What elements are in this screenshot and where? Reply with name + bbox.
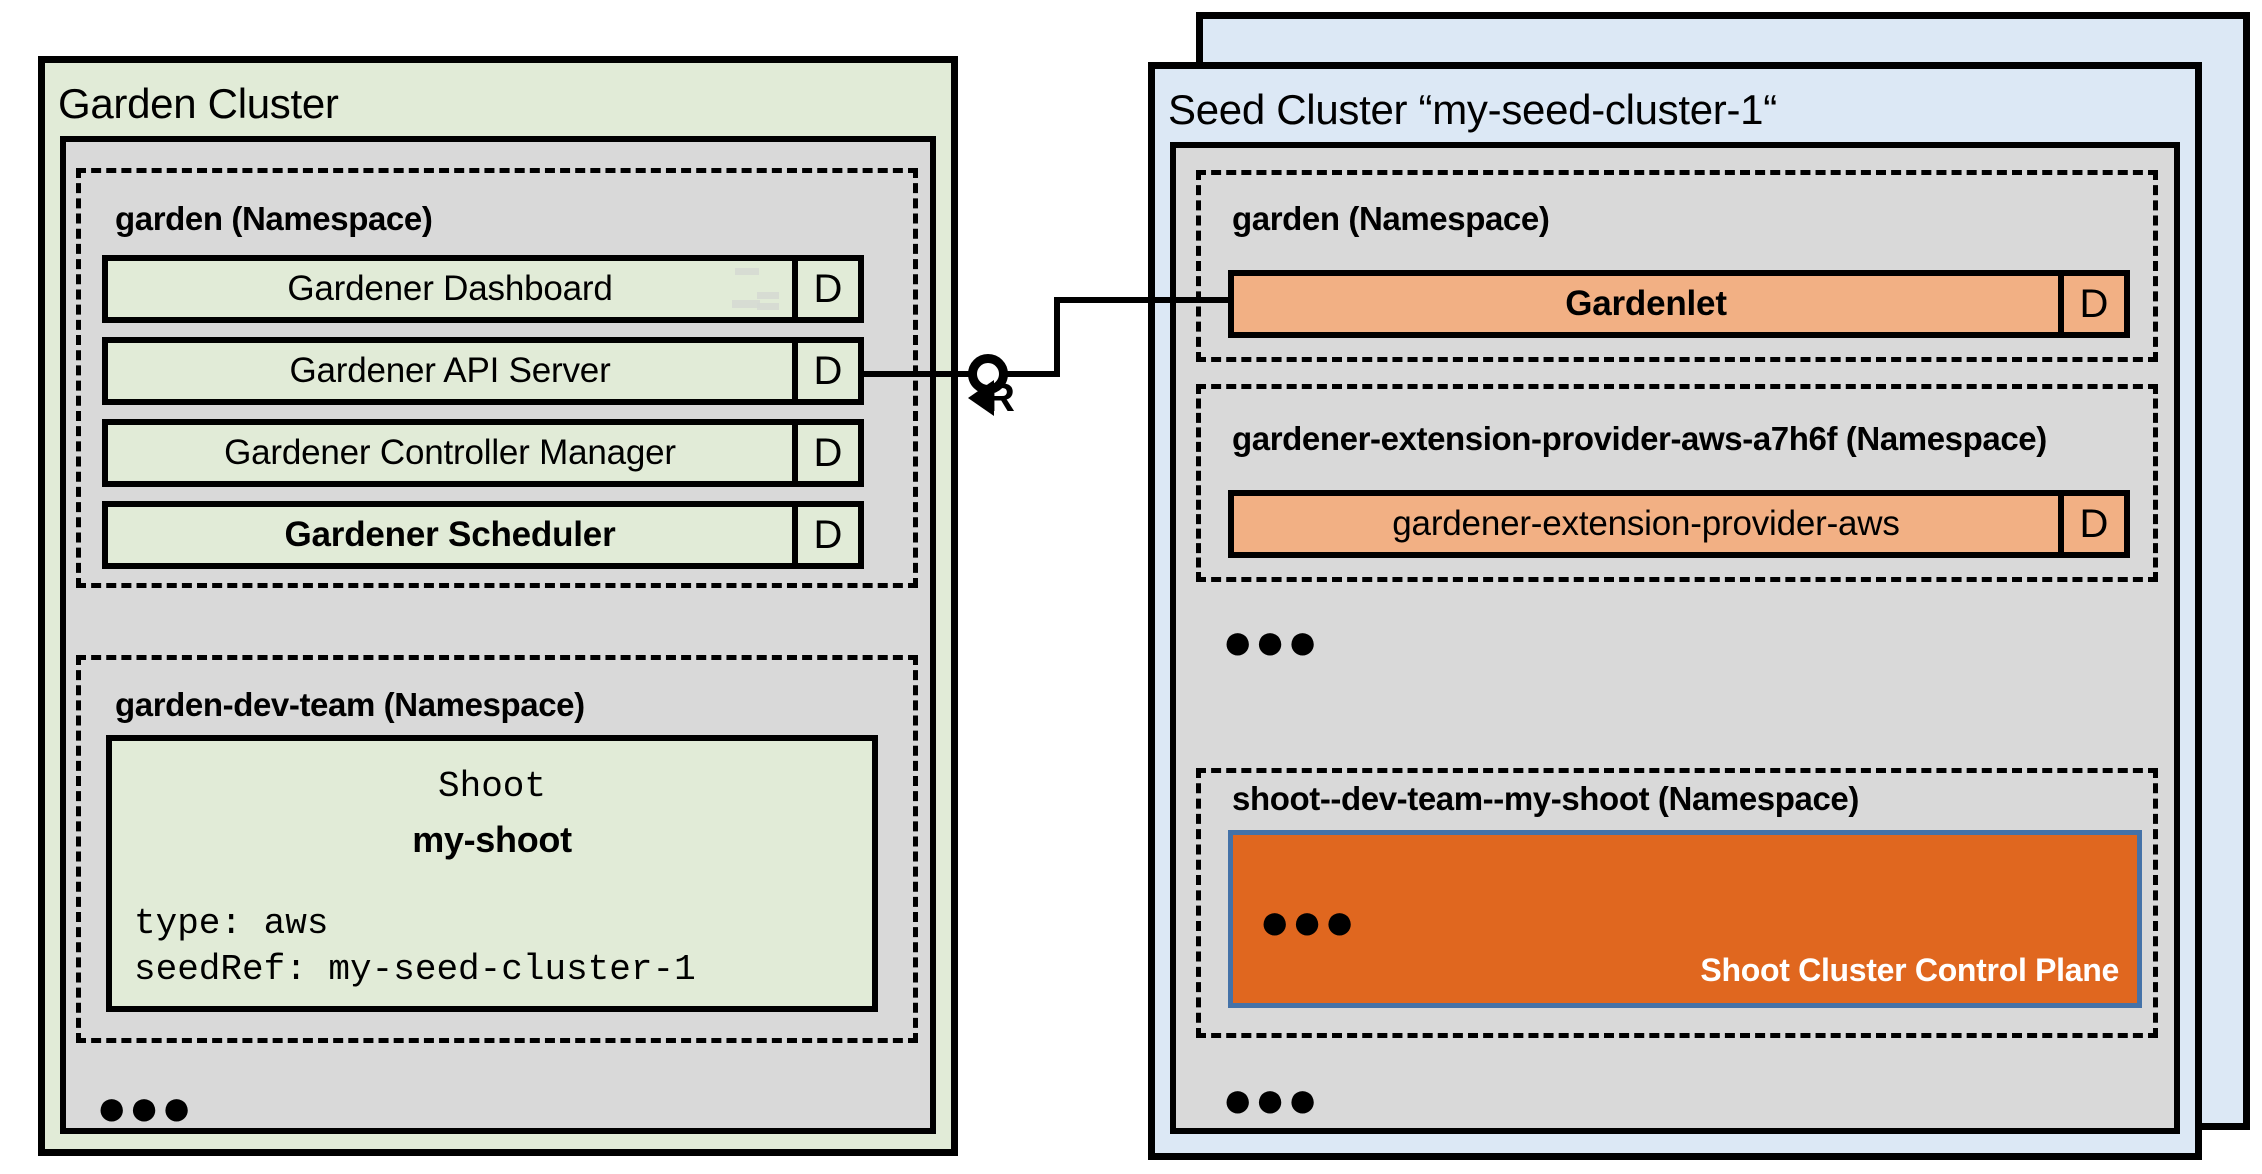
component-gardenlet-kind: D — [2058, 276, 2124, 332]
component-gardener-extension-provider-aws-label: gardener-extension-provider-aws — [1392, 504, 1900, 543]
seed-cluster-more-indicator-middle: ●●● — [1222, 613, 1320, 671]
namespace-shoot-dev-team-my-shoot-label: shoot--dev-team--my-shoot (Namespace) — [1232, 780, 1859, 817]
namespace-garden-garden — [76, 168, 918, 588]
seed-cluster-more-indicator-bottom: ●●● — [1222, 1071, 1320, 1129]
component-gardener-scheduler-kind: D — [792, 507, 858, 563]
namespace-gardener-extension-provider-aws — [1196, 384, 2158, 582]
component-gardener-api-server-kind: D — [792, 343, 858, 399]
shoot-cluster-control-plane[interactable]: ●●● Shoot Cluster Control Plane — [1228, 830, 2142, 1008]
resource-shoot-kind: Shoot — [437, 766, 547, 807]
control-plane-label: Shoot Cluster Control Plane — [1700, 952, 2119, 988]
namespace-gardener-extension-provider-aws-label: gardener-extension-provider-aws-a7h6f (N… — [1232, 420, 2047, 457]
component-gardenlet[interactable]: Gardenlet D — [1228, 270, 2130, 338]
component-gardener-scheduler-label: Gardener Scheduler — [284, 515, 616, 554]
required-interface-arrow-icon — [968, 380, 994, 416]
component-gardener-extension-provider-aws-kind: D — [2058, 496, 2124, 552]
resource-shoot-name: my-shoot — [412, 819, 572, 860]
artifact-smudge — [735, 268, 759, 275]
garden-cluster-more-indicator: ●●● — [96, 1079, 194, 1137]
component-gardener-dashboard-kind: D — [792, 261, 858, 317]
namespace-garden-dev-team-label: garden-dev-team (Namespace) — [115, 686, 585, 723]
artifact-smudge — [732, 300, 760, 308]
resource-shoot-spec-seedref: seedRef: my-seed-cluster-1 — [134, 949, 696, 990]
namespace-seed-garden-label: garden (Namespace) — [1232, 200, 1550, 237]
namespace-shoot-dev-team-my-shoot — [1196, 768, 2158, 1038]
garden-cluster-title: Garden Cluster — [58, 80, 339, 127]
connector-wire-segment-right — [1054, 297, 1234, 303]
component-gardener-extension-provider-aws[interactable]: gardener-extension-provider-aws D — [1228, 490, 2130, 558]
seed-cluster-title: Seed Cluster “my-seed-cluster-1“ — [1168, 86, 1777, 133]
resource-shoot-spec-type: type: aws — [134, 903, 329, 944]
component-gardener-api-server-label: Gardener API Server — [289, 351, 611, 390]
namespace-garden-dev-team — [76, 655, 918, 1043]
component-gardener-api-server[interactable]: Gardener API Server D — [102, 337, 864, 405]
artifact-smudge — [757, 292, 779, 299]
component-gardener-dashboard-label: Gardener Dashboard — [287, 269, 613, 308]
component-gardener-controller-manager-label: Gardener Controller Manager — [224, 433, 676, 472]
artifact-smudge — [757, 303, 779, 310]
namespace-garden-garden-label: garden (Namespace) — [115, 200, 433, 237]
component-gardener-dashboard[interactable]: Gardener Dashboard D — [102, 255, 864, 323]
control-plane-more-indicator: ●●● — [1259, 893, 1357, 951]
namespace-seed-garden — [1196, 170, 2158, 362]
component-gardener-controller-manager-kind: D — [792, 425, 858, 481]
connector-wire-segment-left — [864, 371, 980, 377]
component-gardenlet-label: Gardenlet — [1565, 284, 1727, 323]
required-interface-letter: R — [986, 376, 1015, 420]
connector-wire-segment-mid — [1004, 371, 1060, 377]
component-gardener-scheduler[interactable]: Gardener Scheduler D — [102, 501, 864, 569]
resource-shoot-my-shoot[interactable]: Shoot my-shoot type: aws seedRef: my-see… — [106, 735, 878, 1012]
component-gardener-controller-manager[interactable]: Gardener Controller Manager D — [102, 419, 864, 487]
connector-wire-riser — [1054, 297, 1060, 377]
